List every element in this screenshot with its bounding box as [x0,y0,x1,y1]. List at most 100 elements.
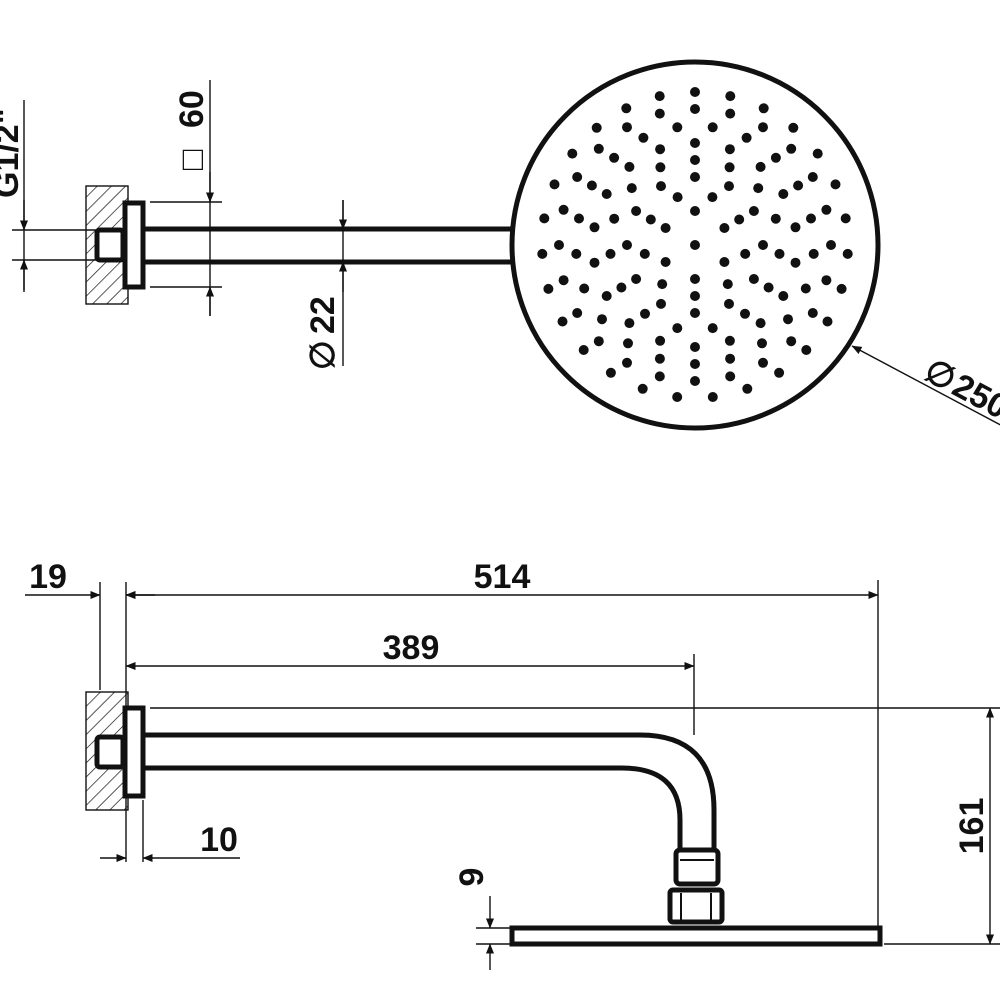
nozzle-dot [690,104,700,114]
nozzle-dot [672,192,683,203]
head-diameter-leader: ∅ 250 [851,345,1000,427]
nozzle-dot [770,152,781,163]
nozzle-dot [637,383,648,394]
wall-depth-label: 19 [29,558,67,596]
nozzle-dot [690,308,700,318]
nozzle-dot [742,383,753,394]
side-wall-connector [94,734,126,770]
nozzle-dot [748,274,759,284]
nozzle-dot [801,345,812,355]
total-projection-dimension: 514 [125,558,879,599]
nozzle-dot [571,248,582,259]
nozzle-dot [774,248,785,259]
nozzle-dot [821,204,832,215]
nozzle-dot [690,87,700,97]
nozzle-dot [591,122,602,133]
nozzle-dot [609,152,620,163]
drop-height-dimension: 161 [953,707,994,945]
nozzle-dot [842,248,853,259]
nozzle-dot [543,283,554,294]
top-flange [122,200,146,290]
nozzle-dot [567,148,578,159]
nozzle-dot [605,367,616,378]
nozzle-dot [654,91,665,102]
total-projection-label: 514 [474,558,531,596]
nozzle-dot [690,376,700,386]
nozzle-dot [719,257,730,267]
nut-height-dimension: 9 [453,868,494,970]
nozzle-dot [724,144,735,155]
nozzle-dot [624,318,635,329]
nozzle-dot [830,179,841,190]
nozzle-dot [631,274,642,284]
nozzle-dot [605,248,616,259]
nozzle-dot [574,213,584,224]
side-flange [122,705,146,799]
nozzle-dot [724,335,735,346]
nozzle-dot [622,357,632,368]
arm-length-dimension: 389 [125,629,695,670]
nozzle-dot [822,316,833,327]
arm-length-label: 389 [383,629,440,667]
nozzle-dot [557,316,568,327]
nozzle-dot [758,103,769,114]
nozzle-dot [593,143,604,154]
nozzle-dot [640,308,650,319]
nut-height-label: 9 [453,868,491,887]
nozzle-dot [626,183,637,194]
nozzle-dot [707,122,718,133]
nozzle-dot [707,392,718,402]
flange-square-label: 60 [173,90,211,128]
nozzle-dot [660,223,671,233]
nozzle-dot [725,371,736,382]
shower-head-nozzles [537,87,853,402]
wall-depth-dimension: 19 [25,558,155,599]
nozzle-dot [707,323,718,334]
nozzle-dot [755,318,766,329]
flange-thickness-label: 10 [200,821,238,859]
nozzle-dot [672,323,683,334]
nozzle-dot [660,257,671,267]
nozzle-dot [788,122,799,133]
nozzle-dot [624,161,635,172]
side-shower-head [509,925,883,947]
nozzle-dot [741,132,752,143]
nozzle-dot [593,336,604,347]
nozzle-dot [589,257,600,268]
nozzle-dot [758,240,768,250]
nozzle-dot [616,282,627,293]
nozzle-dot [707,192,718,203]
top-arm [143,226,512,265]
nozzle-dot [725,353,736,364]
flange-thickness-dimension: 10 [100,821,240,862]
nozzle-dot [597,314,607,325]
nozzle-dot [579,283,590,294]
nozzle-dot [572,172,583,182]
nozzle-dot [806,213,816,224]
nozzle-dot [656,298,666,309]
side-nut [667,887,725,925]
nozzle-dot [778,189,789,199]
nozzle-dot [601,291,612,301]
top-wall-connector [94,227,126,263]
nozzle-dot [836,283,847,294]
nozzle-dot [690,359,700,369]
nozzle-dot [654,353,665,364]
nozzle-dot [740,248,751,259]
nozzle-dot [655,144,666,155]
arm-diameter-dimension: ∅ 22 [304,200,347,370]
nozzle-dot [601,189,612,199]
nozzle-dot [622,122,632,133]
nozzle-dot [655,335,666,346]
nozzle-dot [724,181,734,192]
nozzle-dot [578,345,589,355]
nozzle-dot [572,308,583,318]
nozzle-dot [539,213,550,224]
nozzle-dot [558,275,569,286]
nozzle-dot [645,214,656,225]
nozzle-dot [807,308,818,318]
nozzle-dot [748,206,759,216]
nozzle-dot [763,282,774,293]
side-swivel-joint [673,847,721,887]
side-view: 19 514 389 10 9 161 [25,558,1000,970]
